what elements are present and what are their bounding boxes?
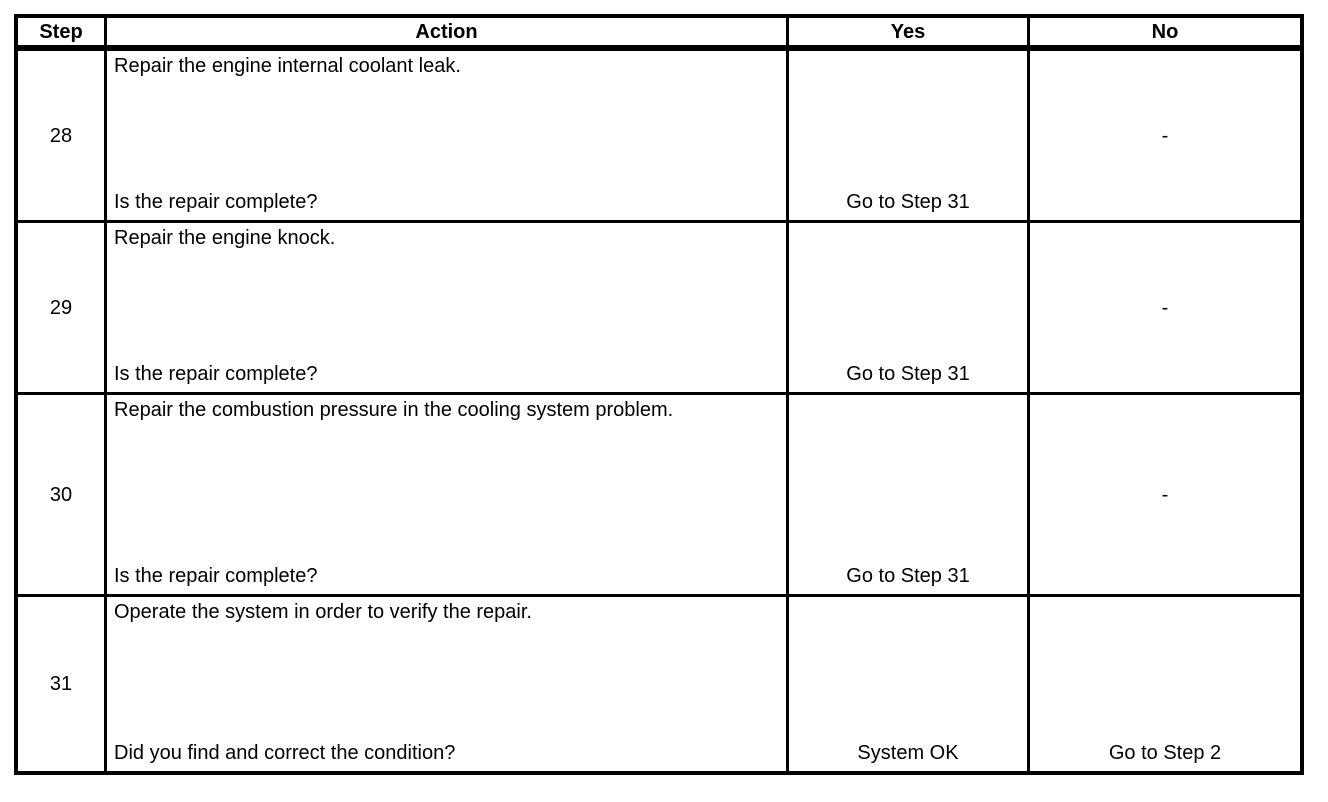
yes-result: System OK	[857, 742, 959, 764]
no-result: -	[1161, 124, 1169, 147]
header-step: Step	[18, 18, 107, 51]
yes-result: Go to Step 31	[846, 191, 970, 213]
question-text: Is the repair complete?	[114, 565, 318, 587]
step-number: 28	[18, 51, 107, 223]
action-cell: Repair the engine internal coolant leak.…	[107, 51, 789, 223]
header-action: Action	[107, 18, 789, 51]
yes-result: Go to Step 31	[846, 363, 970, 385]
header-yes: Yes	[789, 18, 1030, 51]
action-cell: Repair the engine knock. Is the repair c…	[107, 223, 789, 395]
question-text: Is the repair complete?	[114, 363, 318, 385]
no-cell: -	[1030, 223, 1300, 395]
question-text: Is the repair complete?	[114, 191, 318, 213]
action-text: Repair the combustion pressure in the co…	[114, 399, 674, 421]
no-cell: -	[1030, 51, 1300, 223]
question-text: Did you find and correct the condition?	[114, 742, 456, 764]
no-cell: -	[1030, 395, 1300, 597]
header-no: No	[1030, 18, 1300, 51]
action-cell: Repair the combustion pressure in the co…	[107, 395, 789, 597]
diagnostic-table: Step Action Yes No 28 Repair the engine …	[14, 14, 1304, 775]
action-text: Repair the engine knock.	[114, 227, 336, 249]
yes-cell: Go to Step 31	[789, 223, 1030, 395]
action-cell: Operate the system in order to verify th…	[107, 597, 789, 771]
no-cell: Go to Step 2	[1030, 597, 1300, 771]
step-number: 31	[18, 597, 107, 771]
action-text: Repair the engine internal coolant leak.	[114, 55, 461, 77]
no-result: -	[1161, 296, 1169, 319]
yes-cell: System OK	[789, 597, 1030, 771]
step-number: 29	[18, 223, 107, 395]
action-text: Operate the system in order to verify th…	[114, 601, 532, 623]
no-result: Go to Step 2	[1108, 742, 1222, 764]
yes-cell: Go to Step 31	[789, 51, 1030, 223]
step-number: 30	[18, 395, 107, 597]
yes-cell: Go to Step 31	[789, 395, 1030, 597]
no-result: -	[1161, 483, 1169, 506]
yes-result: Go to Step 31	[846, 565, 970, 587]
